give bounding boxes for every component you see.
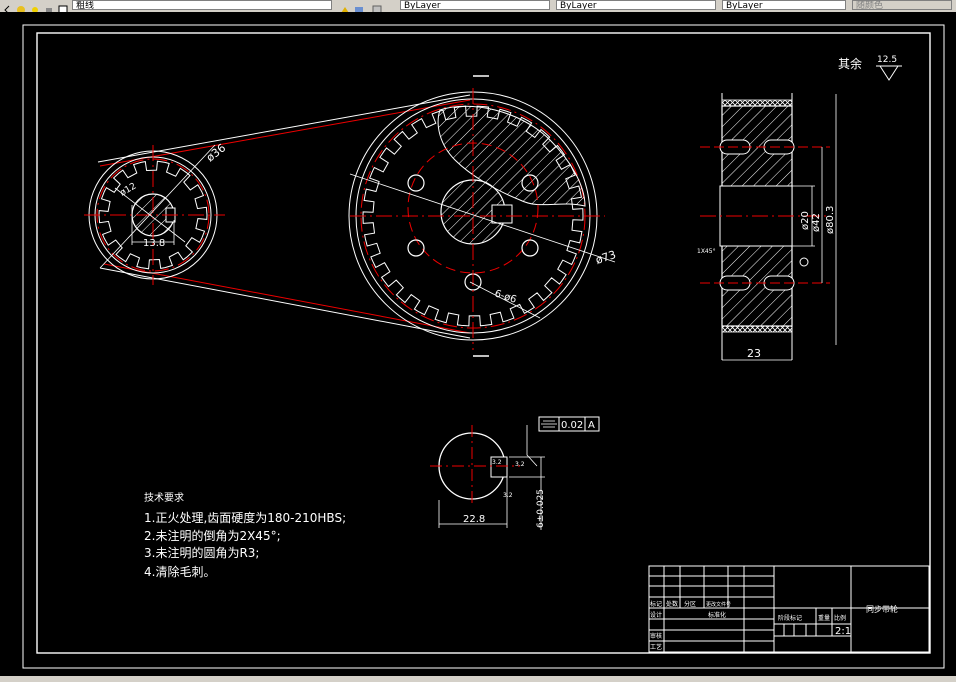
gdt-tolerance: 0.02 bbox=[561, 420, 583, 431]
make-current-icon[interactable] bbox=[340, 0, 350, 12]
surface-note: 其余 bbox=[838, 56, 862, 71]
linetype-dropdown[interactable]: ByLayer bbox=[556, 0, 716, 10]
dim-d42: ø42 bbox=[811, 213, 822, 232]
title-block bbox=[648, 565, 930, 653]
tech-req-item-1: 1.正火处理,齿面硬度为180-210HBS; bbox=[144, 510, 346, 525]
tb-scale-label: 比例 bbox=[834, 614, 846, 622]
sun-icon[interactable] bbox=[30, 0, 40, 12]
dim-d73: ø73 bbox=[594, 248, 618, 267]
dim-key-tol: 6±0.025 bbox=[536, 489, 546, 528]
color-text: ByLayer bbox=[404, 1, 441, 10]
tb-docno: 更改文件号 bbox=[706, 601, 731, 608]
plotstyle-text: 随颜色 bbox=[856, 1, 884, 10]
tb-zone: 分区 bbox=[684, 600, 696, 608]
tb-weight: 重量 bbox=[818, 614, 830, 622]
linetype-text: ByLayer bbox=[560, 1, 597, 10]
lineweight-text: ByLayer bbox=[726, 1, 763, 10]
title-block-text: 标记 处数 分区 更改文件号 设计 标准化 阶段标记 重量 比例 2:1 审核 … bbox=[650, 600, 898, 651]
tb-stage: 阶段标记 bbox=[778, 614, 802, 622]
tb-std: 标准化 bbox=[708, 611, 726, 619]
roughness-b: 3.2 bbox=[515, 461, 525, 468]
hub-detail: 22.8 6±0.025 3.2 3.2 3.2 0.02 A bbox=[430, 416, 600, 530]
tb-process: 工艺 bbox=[650, 643, 662, 651]
tb-mark: 标记 bbox=[650, 600, 662, 608]
tech-req-item-3: 3.未注明的圆角为R3; bbox=[144, 545, 259, 560]
tb-scale-value: 2:1 bbox=[835, 626, 851, 637]
tb-design: 设计 bbox=[650, 611, 662, 619]
dim-d20: ø20 bbox=[800, 211, 811, 230]
layer-previous-icon[interactable] bbox=[354, 0, 364, 12]
technical-requirements: 技术要求 1.正火处理,齿面硬度为180-210HBS; 2.未注明的倒角为2X… bbox=[144, 491, 346, 579]
gdt-datum: A bbox=[588, 420, 595, 431]
roughness-c: 3.2 bbox=[503, 492, 513, 499]
layer-state-icon[interactable] bbox=[16, 0, 26, 12]
toolbar: 粗线 ByLayer ByLayer ByLayer 随颜色 bbox=[0, 0, 956, 13]
dim-d12: ø12 bbox=[119, 181, 139, 198]
layer-name-text: 粗线 bbox=[76, 1, 95, 10]
tech-req-item-2: 2.未注明的倒角为2X45°; bbox=[144, 528, 281, 543]
roughness-main: 12.5 bbox=[877, 55, 897, 65]
dim-d80-3: ø80.3 bbox=[825, 206, 836, 234]
plotstyle-dropdown[interactable]: 随颜色 bbox=[852, 0, 952, 10]
dim-d36: ø36 bbox=[204, 141, 228, 164]
tb-count: 处数 bbox=[666, 600, 678, 608]
drawing-svg: ø36 ø12 13.8 ø73 6-ø6 其余 12.5 bbox=[22, 24, 945, 669]
layer-color-icon[interactable] bbox=[58, 0, 68, 12]
properties-icon[interactable] bbox=[372, 0, 382, 12]
belt-drive-view: ø36 ø12 13.8 ø73 6-ø6 bbox=[84, 75, 618, 357]
chamfer-note: 1X45° bbox=[697, 248, 716, 255]
dim-22-8: 22.8 bbox=[463, 514, 485, 525]
lineweight-dropdown[interactable]: ByLayer bbox=[722, 0, 846, 10]
dim-holes: 6-ø6 bbox=[493, 288, 518, 305]
section-view: 其余 12.5 ø20 ø42 ø80.3 1X45° 23 bbox=[697, 55, 902, 361]
color-dropdown[interactable]: ByLayer bbox=[400, 0, 550, 10]
dim-23: 23 bbox=[747, 347, 761, 360]
back-icon[interactable] bbox=[2, 0, 12, 12]
dim-13-8: 13.8 bbox=[143, 238, 165, 249]
inner-frame bbox=[36, 32, 931, 654]
tb-review: 审核 bbox=[650, 632, 662, 640]
layer-lock-icon[interactable] bbox=[44, 0, 54, 12]
tech-req-title: 技术要求 bbox=[144, 491, 184, 504]
outer-frame bbox=[22, 24, 945, 669]
roughness-a: 3.2 bbox=[492, 459, 502, 466]
drawing-canvas[interactable]: ø36 ø12 13.8 ø73 6-ø6 其余 12.5 bbox=[0, 12, 956, 682]
tech-req-item-4: 4.清除毛刺。 bbox=[144, 564, 215, 579]
layer-dropdown[interactable]: 粗线 bbox=[72, 0, 332, 10]
tb-part-name: 同步带轮 bbox=[866, 604, 898, 614]
status-strip bbox=[0, 676, 956, 682]
